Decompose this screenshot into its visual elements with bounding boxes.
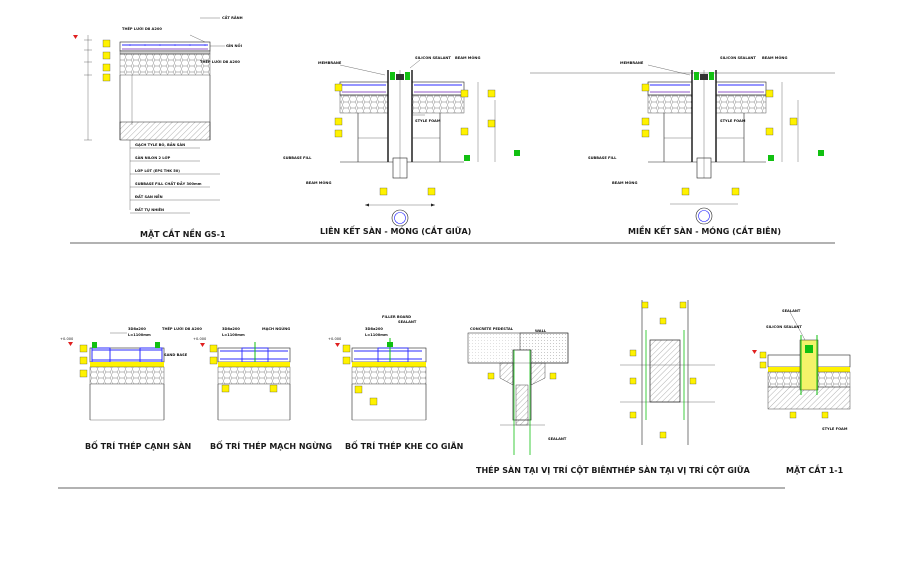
layer-5: ĐẤT SAN NỀN	[135, 194, 163, 199]
mid-label-subbase: SUBBASE FILL	[283, 156, 312, 160]
title-edge-rebar: BỐ TRÍ THÉP CẠNH SÀN	[85, 439, 191, 451]
mid-label-foam: STYLE FOAM	[415, 119, 441, 123]
label-cut-groove: CẮT RÃNH	[222, 15, 243, 20]
title-joint-rebar: BỐ TRÍ THÉP MẠCH NGỪNG	[210, 439, 332, 451]
mid-label-beam-bottom: BEAM MÓNG	[306, 180, 331, 185]
edge-label-silicon: SILICON SEALANT	[720, 56, 756, 60]
title-slab-footing-edge: MIỀN KẾT SÀN - MÓNG (CẮT BIÊN)	[628, 224, 781, 236]
layer-2: SÀN NILON 2 LỚP	[135, 155, 171, 160]
drawing-floor-section: CẮT RÃNH THÉP LƯỚI D8 A200 GÌN NỐI THÉP …	[73, 15, 243, 239]
title-section-1-1: MẶT CẮT 1-1	[786, 463, 844, 475]
label-mesh-top: THÉP LƯỚI D8 A200	[122, 26, 162, 31]
mid-label-membrane: MEMBRANE	[318, 61, 342, 65]
layer-1: GẠCH TYLE BÓ, BẢN SÀN	[135, 142, 185, 147]
mid-label-silicon: SILICON SEALANT	[415, 56, 451, 60]
title-edge-column: THÉP SÀN TẠI VỊ TRÍ CỘT BIÊN	[476, 464, 613, 475]
drawing-expansion-joint-rebar: +0.000 FILLER BOARD SEALANT 3D8a200 L=11…	[328, 315, 463, 451]
edge-label-subbase: SUBBASE FILL	[588, 156, 617, 160]
drawing-slab-edge-rebar: +0.000 3D8a200 L=1100mm THÉP LƯỚI D8 A20…	[60, 326, 202, 451]
title-slab-footing-middle: LIÊN KẾT SÀN - MÓNG (CẮT GIỮA)	[320, 224, 471, 236]
layer-3: LỚP LÓT (EPS THK 50)	[135, 168, 180, 173]
section-label-foam: STYLE FOAM	[822, 427, 848, 431]
expansion-label-filler: FILLER BOARD	[382, 315, 411, 319]
layer-4: SUBBASE FILL CHẤT ĐẦY 300mm	[135, 181, 202, 186]
edge-rebar-label-2: L=1100mm	[128, 333, 151, 337]
mid-label-beam: BEAM MÓNG	[455, 55, 480, 60]
label-joint: GÌN NỐI	[226, 43, 242, 48]
edge-col-label-wall: WALL	[535, 329, 547, 333]
drawing-section-1-1: SEALANT SILICON SEALANT STYLE FOAM MẶT C…	[752, 309, 851, 475]
edge-label-beam-bottom: BEAM MÓNG	[612, 180, 637, 185]
expansion-label-length: L=1100mm	[365, 333, 388, 337]
edge-label-beam: BEAM MÓNG	[762, 55, 787, 60]
edge-col-label-pedestal: CONCRETE PEDESTAL	[470, 327, 514, 331]
joint-rebar-label-3: MẠCH NGỪNG	[262, 326, 290, 331]
drawing-construction-joint-rebar: +0.000 3D8a200 L=1100mm MẠCH NGỪNG BỐ TR…	[193, 326, 332, 451]
section-label-silicon: SILICON SEALANT	[766, 325, 802, 329]
layer-6: ĐẤT TỰ NHIÊN	[135, 207, 164, 212]
title-middle-column: THÉP SÀN TẠI VỊ TRÍ CỘT GIỮA	[612, 464, 751, 475]
edge-label-membrane: MEMBRANE	[620, 61, 644, 65]
elevation-2: +0.000	[193, 337, 207, 341]
elevation-3: +0.000	[328, 337, 342, 341]
section-label-sealant: SEALANT	[782, 309, 801, 313]
drawing-slab-footing-middle: MEMBRANE SILICON SEALANT BEAM MÓNG STYLE…	[283, 55, 520, 236]
joint-rebar-label-2: L=1100mm	[222, 333, 245, 337]
label-mesh-bottom: THÉP LƯỚI D8 A200	[200, 59, 240, 64]
elevation-1: +0.000	[60, 337, 74, 341]
edge-col-label-sealant: SEALANT	[548, 437, 567, 441]
title-floor-section: MẶT CẮT NỀN GS-1	[140, 227, 226, 239]
title-expansion-rebar: BỐ TRÍ THÉP KHE CO GIÃN	[345, 439, 463, 451]
expansion-label-sealant: SEALANT	[398, 320, 417, 324]
expansion-label-rebar: 3D8a200	[365, 327, 383, 331]
drawing-slab-footing-edge: MEMBRANE SILICON SEALANT BEAM MÓNG STYLE…	[588, 55, 824, 236]
edge-rebar-label-4: SAND BASE	[164, 353, 188, 357]
edge-rebar-label-3: THÉP LƯỚI D8 A200	[162, 326, 202, 331]
edge-rebar-label-1: 3D8a200	[128, 327, 146, 331]
edge-label-foam: STYLE FOAM	[720, 119, 746, 123]
drawing-middle-column-rebar: THÉP SÀN TẠI VỊ TRÍ CỘT GIỮA	[612, 300, 751, 475]
joint-rebar-label-1: 3D8a200	[222, 327, 240, 331]
drawing-edge-column-rebar: CONCRETE PEDESTAL WALL SEALANT THÉP SÀN …	[467, 327, 613, 475]
